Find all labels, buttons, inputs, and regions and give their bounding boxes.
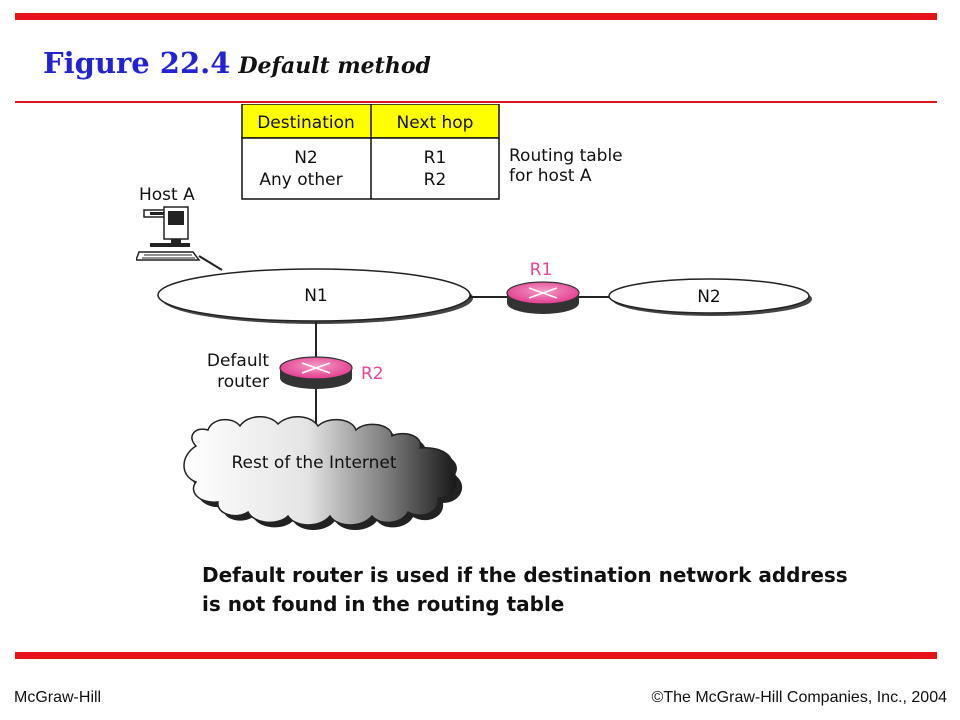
slide-title: Figure 22.4 Default method [43,46,431,80]
slide-caption: Default router is used if the destinatio… [202,561,922,619]
internet-cloud-label: Rest of the Internet [231,453,396,473]
host-link [198,255,223,271]
footer-publisher: McGraw-Hill [14,689,102,706]
router-r2: R2 [279,356,384,389]
title-rule [15,101,937,103]
table-cell-destination-1: N2 [294,148,318,168]
routing-table-label-line2: for host A [509,166,592,186]
table-cell-next-hop-1: R1 [424,148,447,168]
default-router-label-line2: router [217,372,269,392]
caption-line-2: is not found in the routing table [202,592,565,616]
router-r2-arrows-icon [301,362,331,374]
host-a-label: Host A [139,185,195,205]
network-n1-label: N1 [304,286,328,306]
computer-icon [136,206,201,261]
figure-number: Figure 22.4 [43,46,231,80]
internet-cloud: Rest of the Internet [183,416,463,530]
table-cell-next-hop-2: R2 [424,170,447,190]
bottom-rule [15,652,937,659]
diagram-canvas: Destination Next hop N2 Any other R1 R2 … [136,104,812,530]
router-r1-arrows-icon [528,287,558,299]
host-a: Host A [136,185,223,271]
caption-line-1: Default router is used if the destinatio… [202,563,848,587]
network-n1: N1 [157,268,473,324]
router-r2-label: R2 [361,364,384,384]
network-n2: N2 [608,278,812,316]
routing-table-label-line1: Routing table [509,146,623,166]
figure-name: Default method [238,53,431,79]
router-r1-label: R1 [530,260,553,280]
table-header-destination: Destination [257,113,355,133]
table-cell-destination-2: Any other [259,170,342,190]
routing-table: Destination Next hop N2 Any other R1 R2 … [241,104,623,200]
top-rule [15,13,937,20]
router-r1: R1 [506,260,580,314]
table-header-next-hop: Next hop [397,113,474,133]
default-router-label-line1: Default [207,351,269,371]
footer-copyright: ©The McGraw-Hill Companies, Inc., 2004 [651,689,947,706]
default-method-diagram: Destination Next hop N2 Any other R1 R2 … [136,104,814,534]
network-n2-label: N2 [697,287,721,307]
